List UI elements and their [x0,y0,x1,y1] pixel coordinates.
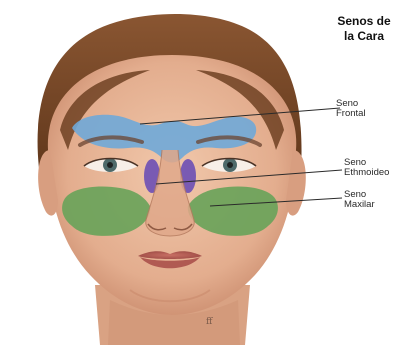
label-ethmoid-line-2: Ethmoideo [344,168,389,178]
label-maxilar-line-2: Maxilar [344,200,375,210]
label-frontal-line-2: Frontal [336,109,366,119]
title-line-2: la Cara [318,29,409,44]
label-ethmoid-sinus: Seno Ethmoideo [344,158,389,178]
label-frontal-sinus: Seno Frontal [336,99,366,119]
label-maxillary-sinus: Seno Maxilar [344,190,375,210]
signature-mark: ff [206,317,213,327]
diagram-title: Senos de la Cara [318,14,409,44]
title-line-1: Senos de [318,14,409,29]
